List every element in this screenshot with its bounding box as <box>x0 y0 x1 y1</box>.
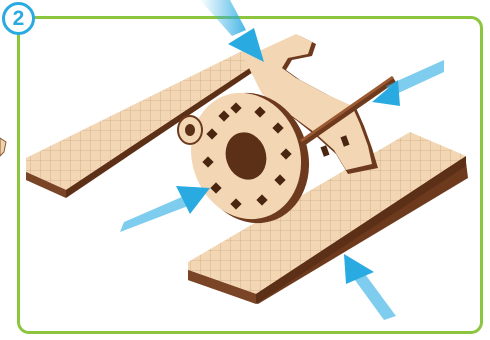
partial-part-left <box>0 138 6 156</box>
arrow-icon-bottom <box>344 254 396 320</box>
arrow-icon-left-middle <box>120 186 210 232</box>
arrow-icon-top <box>200 0 264 62</box>
